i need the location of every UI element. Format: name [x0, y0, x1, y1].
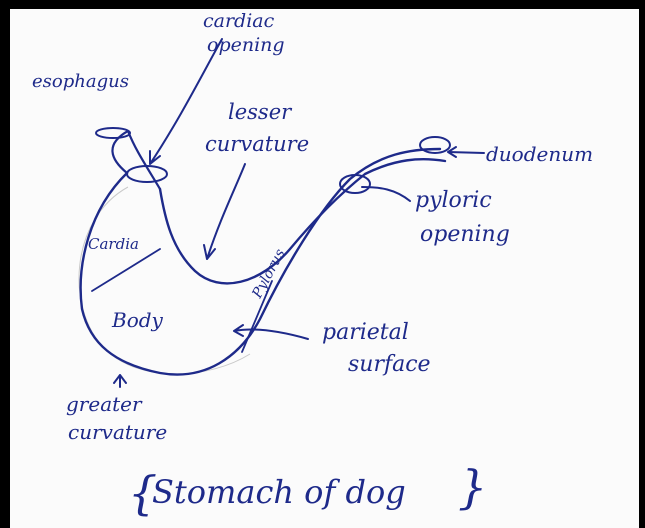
pyloric-opening-pointer [362, 187, 410, 201]
label-cardia: Cardia [88, 235, 139, 253]
stomach-inner-outline [160, 159, 445, 283]
label-lesser-curvature: lesser curvature [205, 100, 309, 156]
greater-curvature-pointer [114, 375, 126, 387]
label-parietal-surface: parietal surface [322, 320, 431, 377]
duodenum-pointer [448, 147, 484, 157]
parietal-surface-pointer [234, 325, 308, 339]
label-body: Body [111, 308, 164, 332]
label-duodenum: duodenum [486, 142, 593, 166]
label-pyloric-opening: pyloric opening [415, 188, 510, 247]
lesser-curvature-pointer [204, 164, 245, 259]
stomach-diagram: cardiac opening esophagus lesser curvatu… [10, 9, 639, 528]
title-brace-right: } [458, 460, 487, 514]
label-esophagus: esophagus [32, 71, 129, 92]
drawing-paper: cardiac opening esophagus lesser curvatu… [10, 9, 639, 528]
cardia-divider [92, 249, 160, 291]
label-cardiac-opening: cardiac opening [203, 10, 285, 56]
diagram-title: Stomach of dog [152, 473, 406, 511]
duodenum-opening [420, 137, 450, 153]
label-greater-curvature: greater curvature [66, 392, 167, 444]
